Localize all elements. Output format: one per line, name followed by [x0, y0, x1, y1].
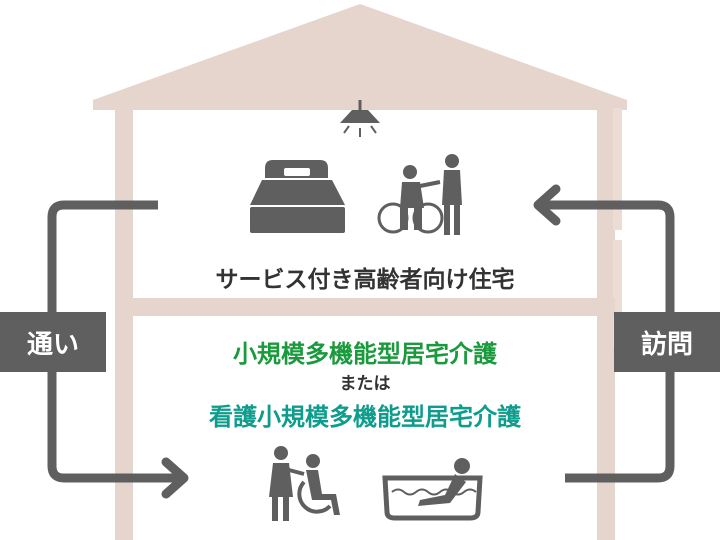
right-wall-sash-2: [613, 240, 622, 348]
bed-icon: [250, 160, 345, 233]
wheelchair-user-icon: [297, 454, 340, 515]
left-flow-label-box: 通い: [0, 312, 106, 372]
ceiling-lamp-icon: [340, 100, 380, 137]
house-left-wall: [115, 100, 133, 540]
bathtub-icon: [382, 458, 483, 521]
caregiver-wheelchair-icon: [377, 154, 462, 235]
lower-floor-label-line3: 看護小規模多機能型居宅介護: [209, 403, 521, 431]
lower-floor-label-line2: または: [339, 374, 391, 394]
house-frame: [93, 4, 627, 540]
left-flow-label: 通い: [26, 329, 79, 360]
walking-person-icon: [269, 446, 305, 521]
floor-divider: [115, 298, 615, 316]
lower-floor-label-line1: 小規模多機能型居宅介護: [233, 340, 497, 368]
right-wall-sash-1: [613, 108, 622, 230]
house-right-wall: [597, 100, 615, 540]
house-roof: [93, 4, 627, 110]
upper-floor-label: サービス付き高齢者向け住宅: [215, 267, 515, 293]
right-flow-label-box: 訪問: [614, 312, 720, 372]
right-flow-label: 訪問: [640, 329, 693, 360]
